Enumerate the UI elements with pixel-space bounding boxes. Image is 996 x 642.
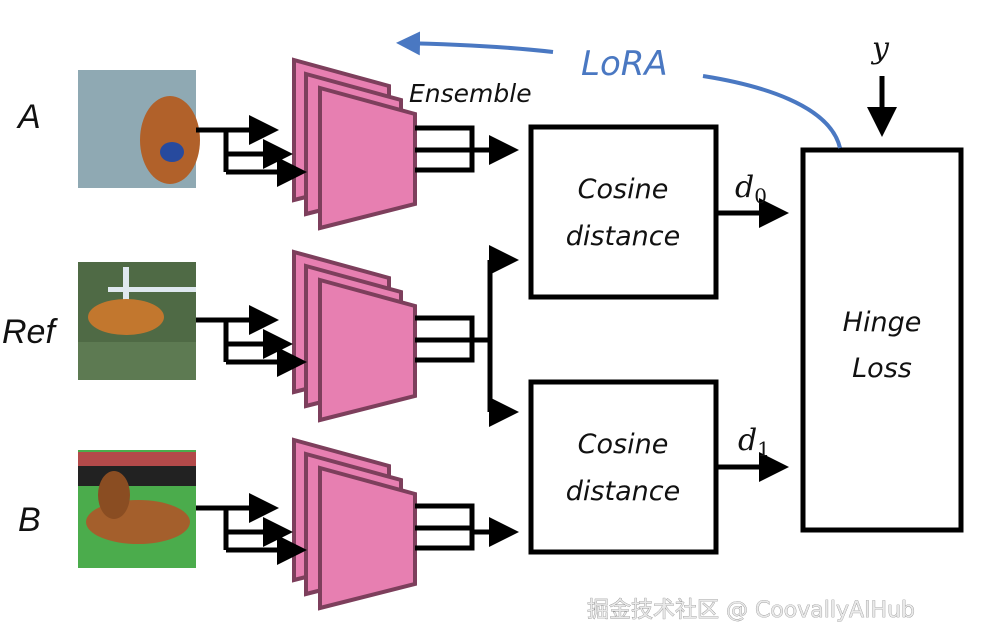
input-wires bbox=[196, 115, 302, 565]
lora-feedback-arrow-head bbox=[396, 31, 554, 56]
encoder-stack-ref bbox=[292, 249, 417, 423]
input-image-b bbox=[78, 450, 196, 568]
d1-subscript: 1 bbox=[757, 437, 770, 461]
encoder-stack-b bbox=[292, 437, 417, 611]
wall-stripe bbox=[78, 452, 196, 466]
hinge-loss-box: Hinge Loss bbox=[800, 147, 964, 533]
ensemble-label: Ensemble bbox=[409, 79, 532, 108]
encoder-layer-3 bbox=[318, 85, 417, 231]
input-arrow-2 bbox=[223, 130, 288, 172]
row-label-a: A bbox=[16, 98, 41, 136]
input-arrow-2 bbox=[223, 508, 288, 550]
d1-symbol: d bbox=[738, 423, 757, 458]
cosine-box-0-line2: distance bbox=[566, 221, 680, 252]
ref-split-wire bbox=[470, 260, 493, 412]
d0-label: d0 bbox=[735, 170, 767, 208]
output-merge bbox=[415, 503, 475, 551]
target-y-label: y bbox=[870, 31, 890, 66]
row-label-b: B bbox=[18, 501, 41, 539]
cosine-box-1-line1: Cosine bbox=[578, 429, 669, 460]
hinge-loss-line2: Loss bbox=[852, 353, 912, 384]
lora-label: LoRA bbox=[581, 44, 668, 84]
encoder-stack-a bbox=[292, 57, 417, 231]
d0-symbol: d bbox=[735, 170, 754, 205]
dog-nose-shape bbox=[160, 142, 184, 162]
fence-rail bbox=[108, 287, 196, 292]
d0-subscript: 0 bbox=[754, 184, 767, 208]
encoder-layer-3 bbox=[318, 465, 417, 611]
row-label-ref: Ref bbox=[2, 313, 58, 351]
dog-body-shape bbox=[88, 299, 164, 335]
output-wires bbox=[415, 125, 475, 551]
output-merge bbox=[415, 315, 475, 363]
hinge-loss-line1: Hinge bbox=[843, 307, 922, 338]
d1-label: d1 bbox=[738, 423, 770, 461]
cosine-box-1: Cosine distance bbox=[528, 379, 719, 555]
cosine-box-0: Cosine distance bbox=[528, 124, 719, 300]
wall-dark bbox=[78, 466, 196, 486]
dog-head-shape bbox=[98, 471, 130, 519]
grass-shape bbox=[78, 342, 196, 380]
cosine-box-1-line2: distance bbox=[566, 476, 680, 507]
input-image-ref bbox=[78, 262, 196, 380]
watermark-text: 掘金技术社区 @ CoovallyAIHub bbox=[587, 598, 915, 623]
input-image-a bbox=[78, 70, 200, 188]
output-merge bbox=[415, 125, 475, 173]
cosine-box-0-line1: Cosine bbox=[578, 174, 669, 205]
lora-feedback-arrow bbox=[702, 74, 842, 149]
input-arrow-2 bbox=[223, 320, 288, 362]
dog-head-shape bbox=[140, 96, 200, 184]
encoder-layer-3 bbox=[318, 277, 417, 423]
